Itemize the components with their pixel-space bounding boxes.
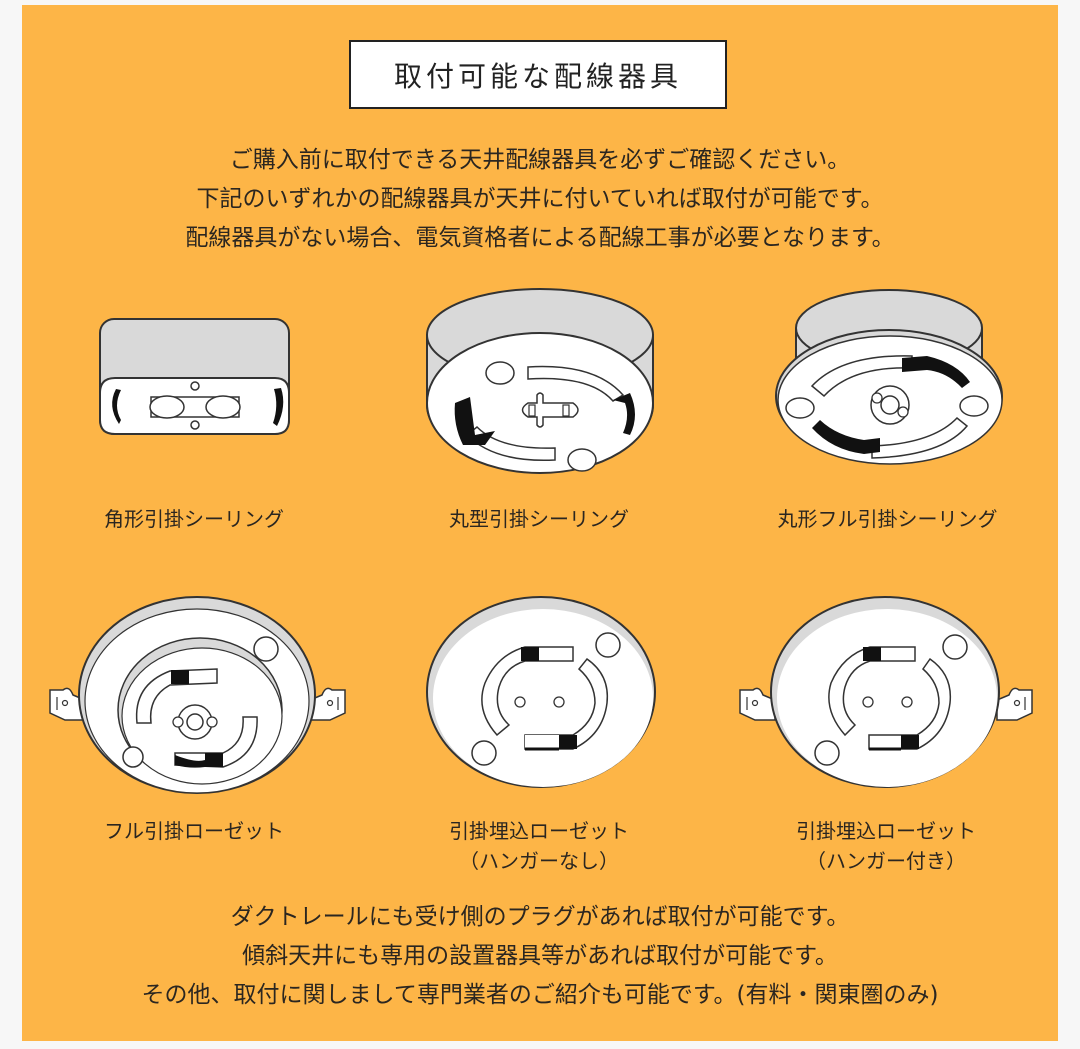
outro-line: 傾斜天井にも専用の設置器具等があれば取付が可能です。 <box>242 943 838 969</box>
page-title-text: 取付可能な配線器具 <box>393 59 682 93</box>
round-full-hook-ceiling-icon <box>775 289 1003 465</box>
full-hook-rosette-icon <box>49 596 346 794</box>
outro-line: ダクトレールにも受け側のプラグがあれば取付が可能です。 <box>230 904 850 930</box>
intro-line: 配線器具がない場合、電気資格者による配線工事が必要となります。 <box>185 225 895 251</box>
intro-text: ご購入前に取付できる天井配線器具を必ずご確認ください。 下記のいずれかの配線器具… <box>22 141 1058 258</box>
recessed-rosette-no-hanger-icon <box>426 596 656 788</box>
round-hook-ceiling-icon <box>426 288 654 474</box>
outro-line: その他、取付に関しまして専門業者のご紹介も可能です。(有料・関東圏のみ) <box>141 982 939 1008</box>
fixture-label: フル引掛ローゼット <box>104 819 284 843</box>
fixture-label: 丸型引掛シーリング <box>449 507 629 531</box>
intro-line: 下記のいずれかの配線器具が天井に付いていれば取付が可能です。 <box>196 186 884 212</box>
fixture-label: 引掛埋込ローゼット <box>449 819 629 843</box>
square-hook-ceiling-icon <box>99 318 290 435</box>
fixture-label: 丸形フル引掛シーリング <box>777 507 998 531</box>
outro-text: ダクトレールにも受け側のプラグがあれば取付が可能です。 傾斜天井にも専用の設置器… <box>22 898 1058 1015</box>
intro-line: ご購入前に取付できる天井配線器具を必ずご確認ください。 <box>229 147 851 173</box>
fixture-sublabel: （ハンガーなし） <box>459 849 619 873</box>
info-panel <box>22 5 1058 1041</box>
page-title: 取付可能な配線器具 <box>349 40 727 109</box>
fixture-label: 角形引掛シーリング <box>104 507 284 531</box>
recessed-rosette-with-hanger-icon <box>739 596 1033 788</box>
fixture-label: 引掛埋込ローゼット <box>796 819 976 843</box>
fixture-sublabel: （ハンガー付き） <box>806 849 966 873</box>
